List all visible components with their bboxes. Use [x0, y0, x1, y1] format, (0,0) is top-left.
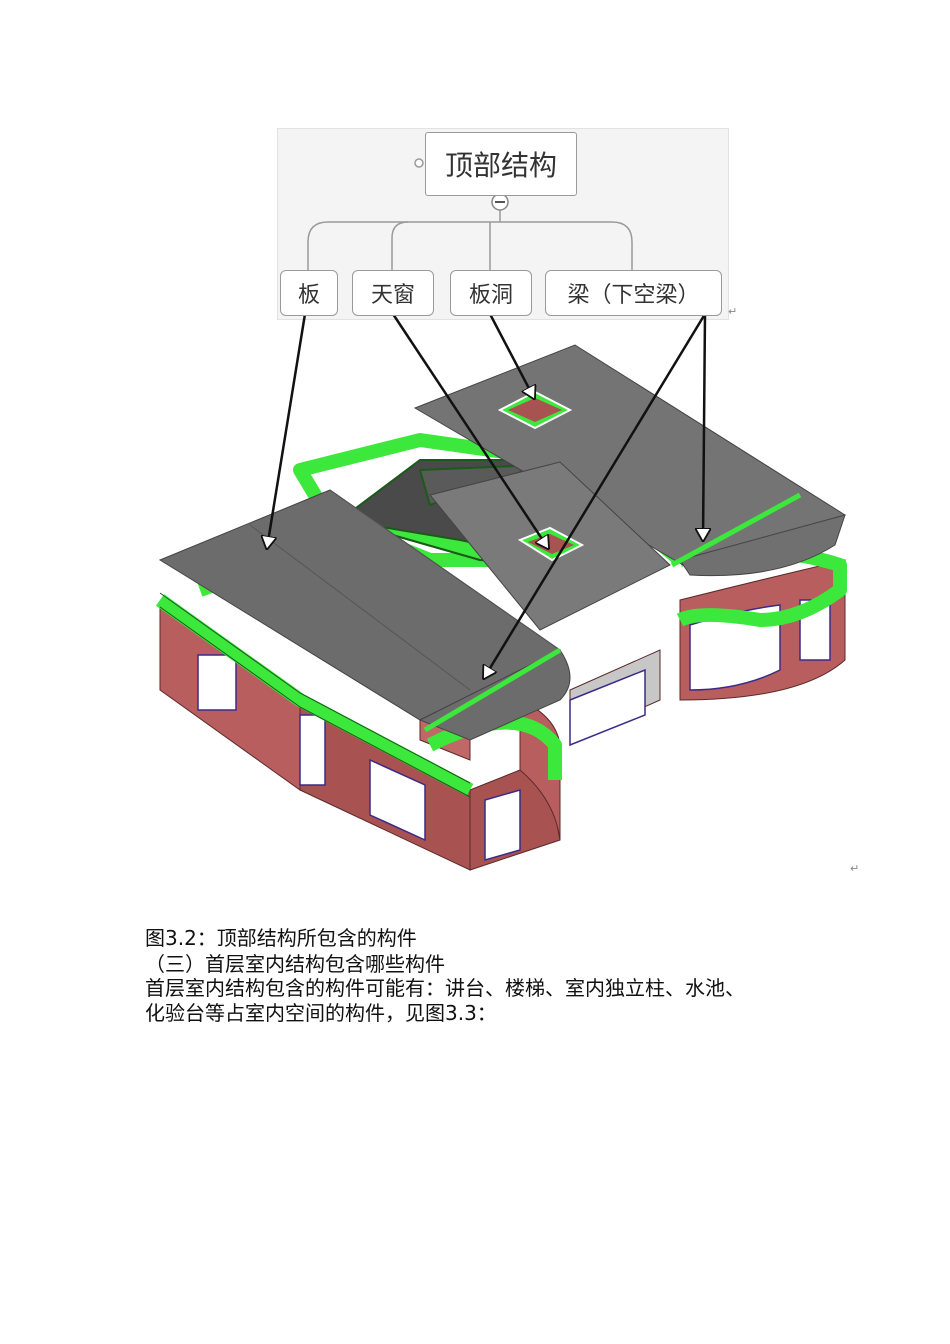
return-mark-icon: ↵	[850, 862, 860, 875]
beam-top-strips	[423, 492, 802, 733]
mindmap-node-slab[interactable]: 板	[280, 270, 338, 316]
callout-arrows	[267, 313, 705, 678]
mindmap-root-node[interactable]: 顶部结构	[425, 132, 577, 196]
paragraph-line-2: 化验台等占室内空间的构件，见图3.3：	[145, 1001, 497, 1025]
mindmap-node-skylight[interactable]: 天窗	[352, 270, 434, 316]
mindmap-node-slab-opening[interactable]: 板洞	[450, 270, 532, 316]
figure-3-2: 顶部结构 板 天窗 板洞 梁（下空梁） ↵ ↵	[155, 128, 860, 875]
section-heading: （三）首层室内结构包含哪些构件	[145, 952, 445, 976]
beam-outlines	[159, 592, 471, 798]
collapse-icon[interactable]	[491, 193, 509, 211]
mindmap-node-beam[interactable]: 梁（下空梁）	[545, 270, 722, 316]
paragraph-line-1: 首层室内结构包含的构件可能有：讲台、楼梯、室内独立柱、水池、	[145, 976, 745, 1000]
figure-caption: 图3.2：顶部结构所包含的构件	[145, 926, 417, 950]
structure-illustration	[155, 158, 847, 871]
return-mark-icon: ↵	[728, 305, 738, 318]
